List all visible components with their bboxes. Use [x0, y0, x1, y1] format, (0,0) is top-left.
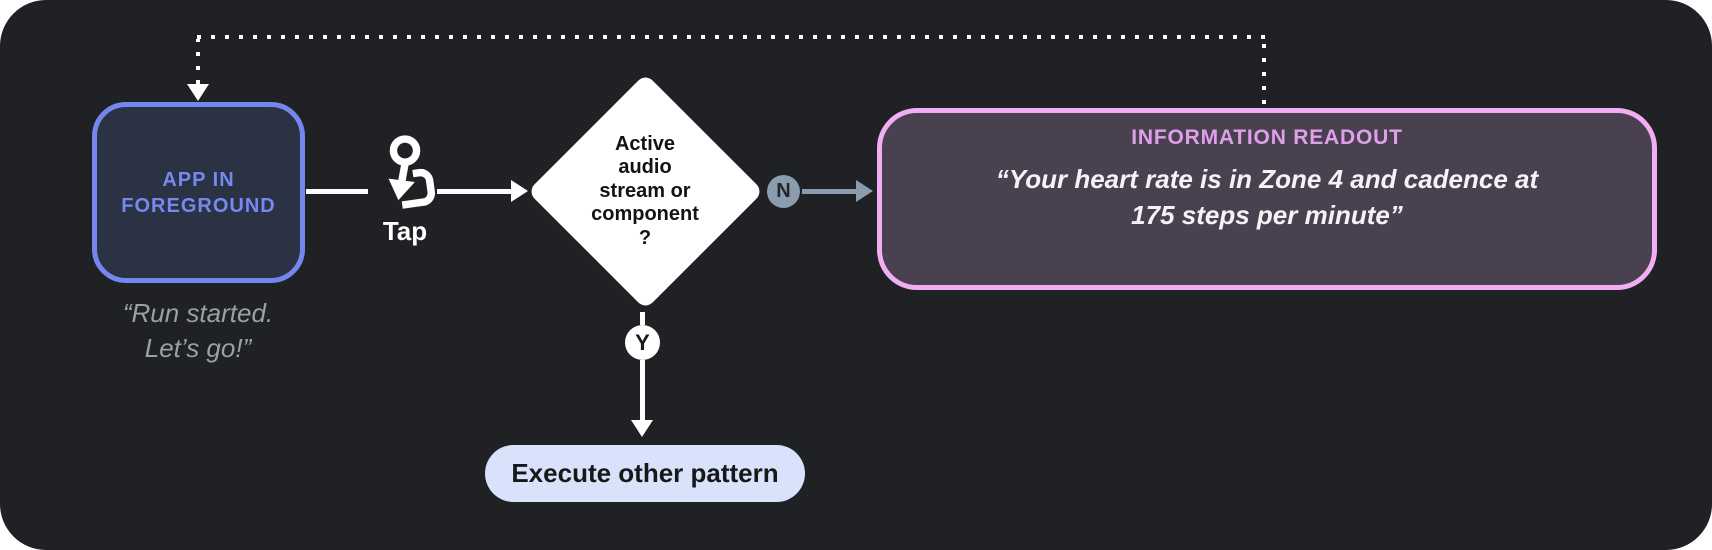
feedback-loop-arrowhead-icon	[187, 84, 209, 101]
execute-other-pattern-node: Execute other pattern	[485, 445, 805, 502]
run-started-caption: “Run started. Let’s go!”	[122, 298, 274, 364]
execute-other-pattern-label: Execute other pattern	[511, 458, 779, 488]
yes-branch-badge: Y	[625, 325, 660, 360]
connector-no-to-readout	[802, 189, 857, 194]
tap-gesture-icon	[388, 135, 435, 209]
information-readout-title: INFORMATION READOUT	[1131, 126, 1403, 149]
information-readout-node: INFORMATION READOUT “Your heart rate is …	[877, 108, 1657, 290]
app-in-foreground-node: APP IN FOREGROUND	[92, 102, 305, 283]
feedback-loop-dotted-line-right	[1262, 39, 1266, 104]
feedback-loop-dotted-line-left	[196, 39, 200, 84]
connector-yes-to-execute	[640, 360, 645, 420]
connector-yes-arrowhead-icon	[631, 420, 653, 437]
feedback-loop-dotted-line-horizontal	[197, 35, 1265, 39]
connector-no-arrowhead-icon	[856, 180, 873, 202]
connector-tap-arrowhead-icon	[511, 180, 528, 202]
information-readout-quote: “Your heart rate is in Zone 4 and cadenc…	[995, 164, 1539, 231]
connector-decision-to-yes	[640, 312, 645, 325]
app-in-foreground-label: APP IN FOREGROUND	[121, 168, 276, 217]
no-branch-badge: N	[767, 175, 800, 208]
connector-app-to-tap	[306, 189, 368, 194]
decision-question: Active audio stream or component ?	[591, 133, 699, 249]
tap-label: Tap	[382, 216, 428, 246]
connector-tap-to-decision	[437, 189, 511, 194]
